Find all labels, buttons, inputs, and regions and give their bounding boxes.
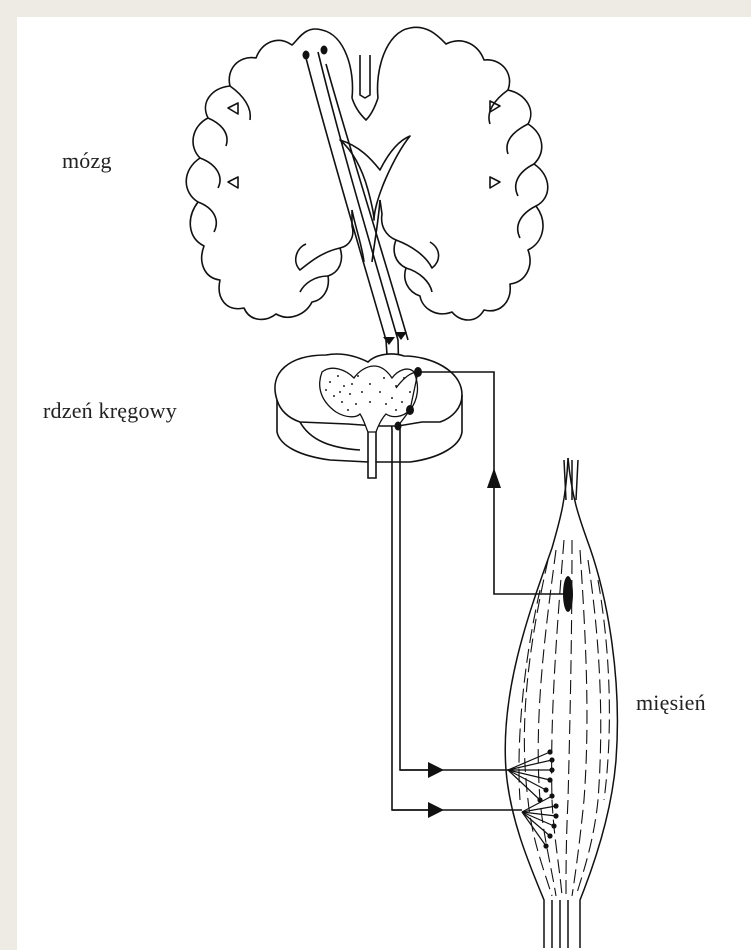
motor-end-plate-upper xyxy=(508,752,552,800)
sensory-arrow xyxy=(487,468,501,488)
muscle-spindle xyxy=(563,576,573,612)
motor-end-plate-lower xyxy=(522,796,556,846)
motor-axons xyxy=(392,770,522,810)
cortex-neuron-cells xyxy=(303,46,328,60)
motor-arrows xyxy=(428,762,444,818)
